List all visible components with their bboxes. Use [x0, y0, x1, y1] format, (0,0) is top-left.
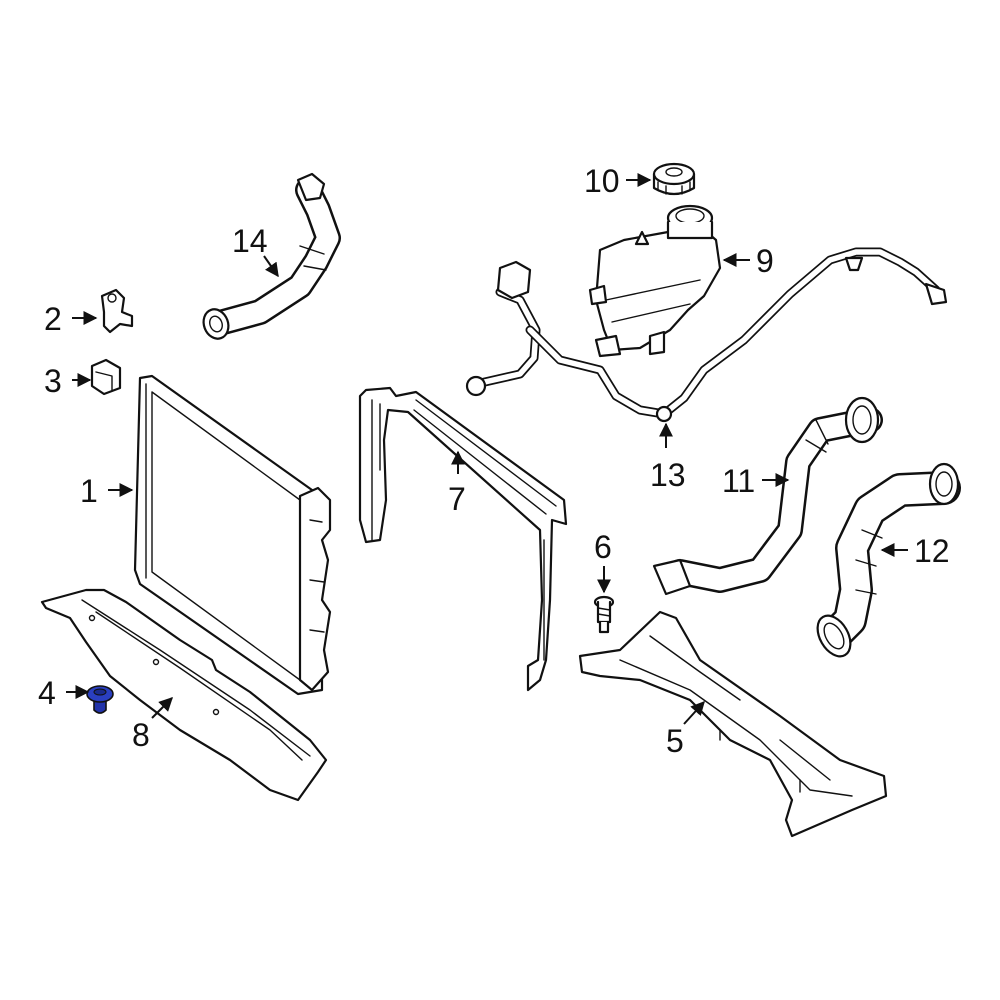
- callout-1: 1: [80, 473, 98, 509]
- radiator-frame-part-7[interactable]: [358, 386, 568, 692]
- vent-line-part-13[interactable]: [465, 247, 948, 423]
- callout-2: 2: [44, 301, 62, 337]
- callout-9: 9: [756, 243, 774, 279]
- air-deflector-part-5[interactable]: [578, 610, 888, 838]
- callout-6: 6: [594, 529, 612, 565]
- leader-14: [263, 255, 279, 278]
- radiator-part-1[interactable]: [133, 374, 332, 696]
- callout-10: 10: [584, 163, 620, 199]
- plug-part-4[interactable]: [86, 685, 114, 714]
- callout-4: 4: [38, 675, 56, 711]
- callout-11: 11: [722, 463, 755, 499]
- lower-hose-part-12[interactable]: [811, 462, 961, 662]
- air-deflector-part-8[interactable]: [40, 588, 328, 802]
- callout-5: 5: [666, 723, 684, 759]
- callout-7: 7: [448, 481, 466, 517]
- bolt-part-6[interactable]: [593, 595, 615, 634]
- leader-5: [683, 700, 705, 725]
- bracket-part-3[interactable]: [90, 358, 122, 396]
- clip-part-2[interactable]: [100, 288, 134, 334]
- callout-14: 14: [232, 223, 268, 259]
- callout-13: 13: [650, 457, 686, 493]
- callout-12: 12: [914, 533, 950, 569]
- expansion-tank-part-9[interactable]: [588, 204, 722, 358]
- coolant-hose-part-14[interactable]: [200, 172, 341, 342]
- upper-hose-part-11[interactable]: [652, 396, 883, 596]
- callout-8: 8: [132, 717, 150, 753]
- tank-cap-part-10[interactable]: [652, 162, 696, 196]
- leader-lines: [66, 173, 908, 725]
- callout-3: 3: [44, 363, 62, 399]
- callout-numbers: 1 2 3 4 5 6 7 8 9 10 11 12 13 14: [38, 163, 950, 759]
- leader-8: [151, 697, 173, 719]
